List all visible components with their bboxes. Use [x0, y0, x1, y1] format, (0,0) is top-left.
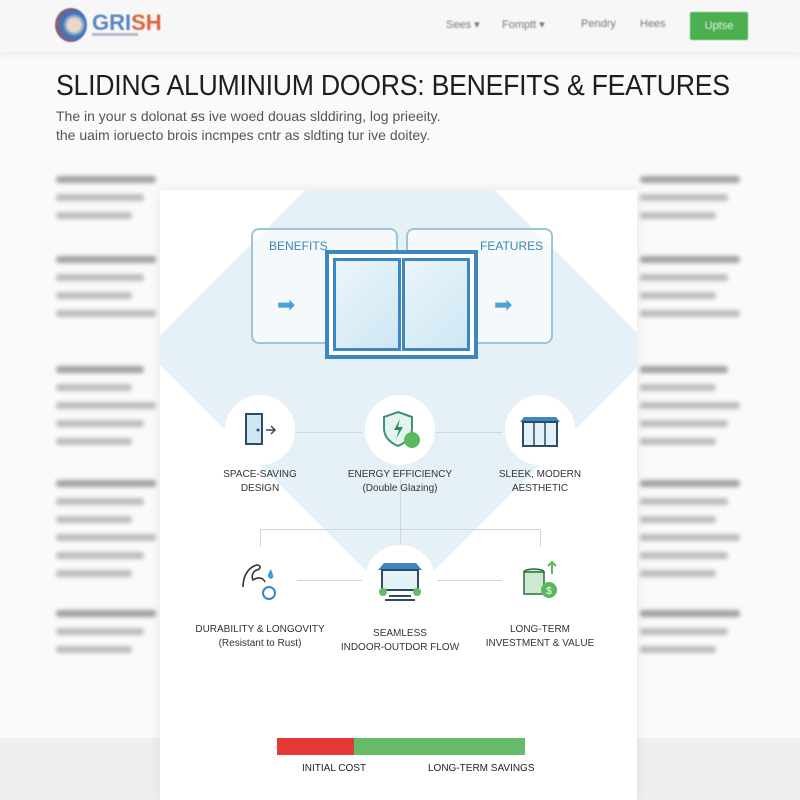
logo-text-b: SH: [131, 10, 162, 35]
blurred-text-line: [640, 480, 740, 487]
modern-house-icon: [505, 395, 575, 465]
blurred-text-line: [640, 498, 728, 505]
blurred-text-line: [56, 256, 156, 263]
blurred-text-line: [56, 516, 132, 523]
nav-item-1[interactable]: Sees ▾: [446, 19, 480, 31]
nav-item-3[interactable]: Pendry: [581, 18, 616, 30]
blurred-text-line: [640, 534, 740, 541]
arrow-right-icon: ➡: [494, 292, 513, 317]
connector: [260, 529, 261, 547]
door-pane-left: [333, 258, 401, 351]
blurred-text-line: [56, 646, 132, 653]
blurred-text-line: [56, 438, 132, 445]
subtitle-line-1: The in your s dolonat ꞩs ive woed douas …: [56, 108, 441, 124]
sliding-door-icon: [325, 250, 478, 359]
blurred-text-line: [640, 292, 716, 299]
connector: [400, 480, 401, 570]
connector: [430, 432, 502, 433]
blurred-text-line: [640, 438, 716, 445]
blurred-text-line: [640, 628, 728, 635]
strength-icon: [225, 545, 295, 615]
blurred-text-line: [640, 384, 716, 391]
blurred-text-line: [56, 212, 132, 219]
logo[interactable]: GRISH: [92, 10, 162, 36]
nav-item-2[interactable]: Fomptt ▾: [502, 19, 545, 31]
connector: [437, 580, 502, 581]
long-term-savings-label: LONG-TERM SAVINGS: [428, 763, 535, 774]
logo-tagline: [92, 33, 138, 36]
blurred-text-line: [56, 194, 144, 201]
blurred-text-line: [56, 552, 144, 559]
blurred-text-line: [640, 212, 716, 219]
blurred-text-line: [640, 402, 740, 409]
connector: [540, 529, 541, 547]
door-pane-right: [402, 258, 470, 351]
blurred-text-line: [56, 498, 144, 505]
blurred-text-line: [640, 310, 740, 317]
blurred-text-line: [56, 402, 156, 409]
blurred-text-line: [56, 384, 132, 391]
blurred-text-line: [640, 256, 740, 263]
subtitle-line-2: the uaim ioruecto brois incmpes cntr as …: [56, 127, 431, 143]
blurred-text-line: [56, 570, 132, 577]
blurred-text-line: [56, 628, 144, 635]
blurred-text-line: [56, 610, 156, 617]
connector: [290, 432, 362, 433]
connector: [297, 580, 362, 581]
initial-cost-bar: [277, 738, 354, 755]
svg-text:$: $: [546, 586, 552, 597]
initial-cost-label: INITIAL COST: [302, 763, 367, 774]
arrow-right-icon: ➡: [277, 292, 296, 317]
connector: [260, 529, 540, 530]
blurred-text-line: [56, 310, 156, 317]
blurred-text-line: [640, 194, 728, 201]
blurred-text-line: [56, 176, 156, 183]
nav-item-4[interactable]: Hees: [640, 18, 666, 30]
feature-label-durability: DURABILITY & LONGOVITY(Resistant to Rust…: [195, 624, 325, 649]
blurred-text-line: [640, 552, 728, 559]
features-label: FEATURES: [480, 239, 544, 253]
blurred-text-line: [56, 420, 144, 427]
blurred-text-line: [640, 366, 728, 373]
blurred-text-line: [640, 176, 740, 183]
shield-leaf-icon: [365, 395, 435, 465]
blurred-text-line: [56, 534, 156, 541]
blurred-text-line: [56, 274, 144, 281]
blurred-text-line: [56, 480, 156, 487]
coins-growth-icon: $: [505, 545, 575, 615]
page-title: SLIDING ALUMINIUM DOORS: BENEFITS & FEAT…: [56, 70, 730, 102]
blurred-text-line: [640, 610, 740, 617]
logo-icon[interactable]: [55, 8, 87, 42]
house-flow-icon: [365, 545, 435, 615]
logo-text-a: GRI: [92, 10, 132, 35]
blurred-text-line: [640, 274, 728, 281]
benefits-label: BENEFITS: [269, 239, 328, 253]
blurred-text-line: [56, 366, 144, 373]
blurred-text-line: [640, 516, 716, 523]
long-term-savings-bar: [354, 738, 525, 755]
feature-label-energy: ENERGY EFFICIENCY(Double Glazing): [347, 469, 453, 494]
site-header: GRISH Sees ▾ Fomptt ▾ Pendry Hees Uptse: [0, 0, 800, 52]
blurred-text-line: [640, 420, 728, 427]
blurred-text-line: [640, 570, 716, 577]
cta-button[interactable]: Uptse: [690, 12, 748, 40]
door-open-icon: [225, 395, 295, 465]
blurred-text-line: [640, 646, 716, 653]
blurred-text-line: [56, 292, 132, 299]
